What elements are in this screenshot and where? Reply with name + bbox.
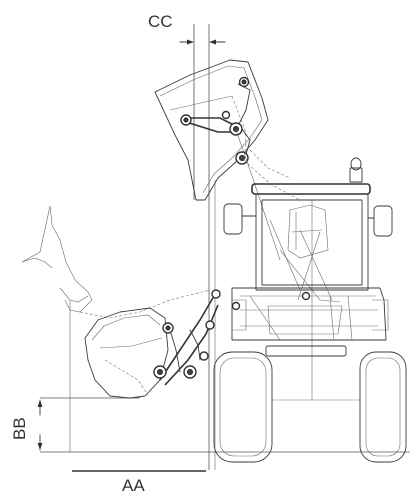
dimension-bb-label: BB (10, 417, 29, 440)
dimension-aa: AA (72, 470, 206, 495)
intermediate-bucket (21, 205, 211, 319)
dimension-aa-label: AA (122, 476, 145, 495)
vertical-reference-lines (193, 24, 313, 470)
loader-body (223, 157, 393, 357)
lowered-bucket (84, 289, 221, 399)
lift-arm-ghost (235, 129, 301, 261)
dimension-cc-label: CC (148, 12, 173, 31)
raised-bucket (154, 59, 269, 201)
ground-lines (40, 300, 410, 453)
dimension-cc: CC (148, 12, 226, 45)
wheels (213, 351, 407, 463)
dimension-bb: BB (10, 399, 43, 451)
